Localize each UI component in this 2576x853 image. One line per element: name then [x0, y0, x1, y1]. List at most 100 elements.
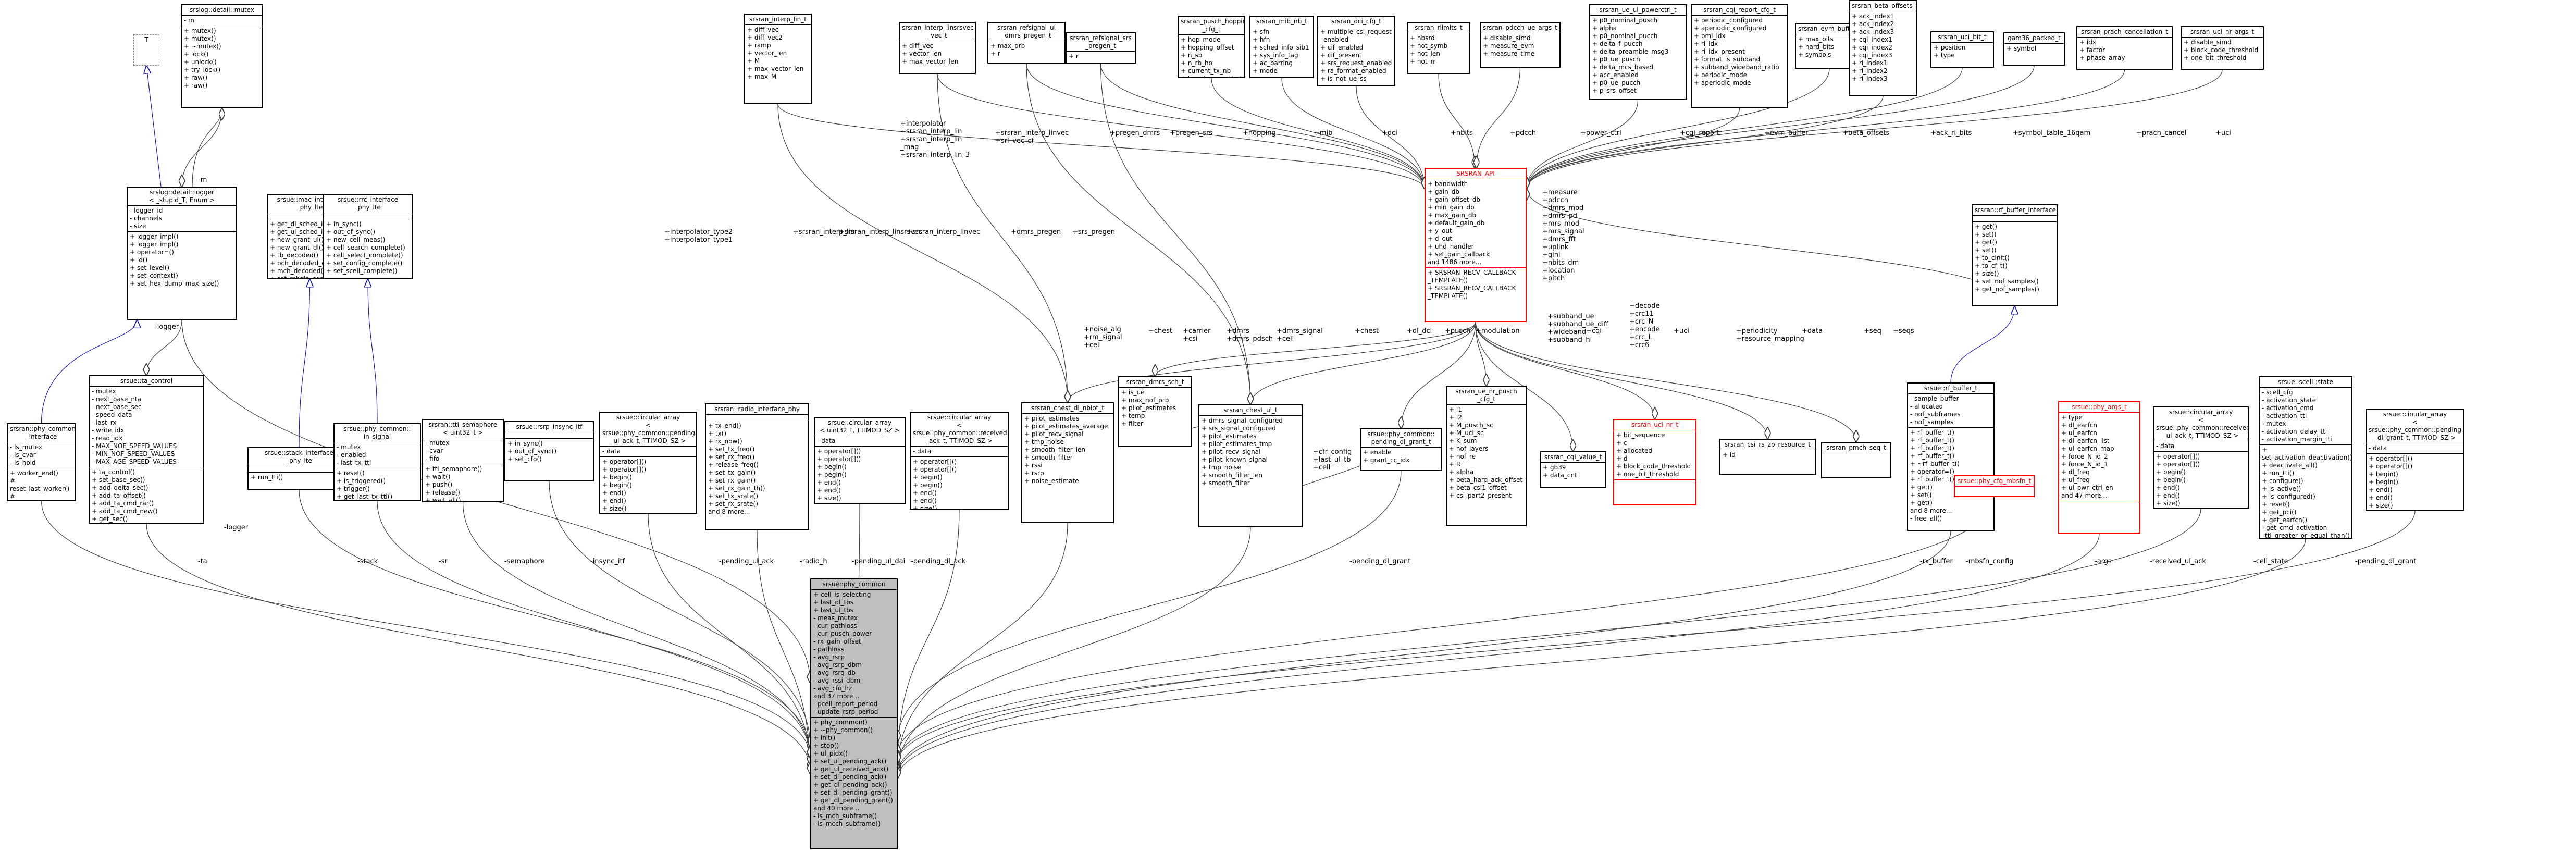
- class-title: srsran_cqi_report_cfg_t: [1703, 6, 1776, 14]
- class-node-rrc-phy[interactable]: srsue::rrc_interface _phy_lte+ in_sync()…: [323, 194, 413, 279]
- class-node-rsrp-insync[interactable]: srsue::rsrp_insync_itf+ in_sync() + out_…: [504, 421, 594, 481]
- class-attributes: + disable_simd + block_code_threshold + …: [2182, 37, 2263, 63]
- edge-label: +cfr_config +last_ul_tb +cell: [1313, 448, 1352, 472]
- class-node-srsran-api[interactable]: SRSRAN_API+ bandwidth + gain_db + gain_o…: [1425, 168, 1527, 322]
- class-title: srslog::detail::logger < _stupid_T, Enum…: [148, 189, 215, 204]
- class-node-uci-bit[interactable]: srsran_uci_bit_t+ position + type: [1930, 31, 1994, 68]
- class-node-mutex[interactable]: srslog::detail::mutex- m+ mutex() + mute…: [181, 4, 263, 108]
- class-node-interp-linsrsvec[interactable]: srsran_interp_linsrsvec _vec_t+ diff_vec…: [899, 22, 976, 74]
- class-node-pmch-seq[interactable]: srsran_pmch_seq_t: [1821, 442, 1891, 478]
- class-title: srsran_pdcch_ue_args_t: [1483, 24, 1558, 31]
- edge-label: -semaphore: [504, 558, 545, 565]
- class-node-rlimits[interactable]: srsran_rlimits_t+ nbsrd + not_symb + not…: [1407, 22, 1470, 74]
- class-node-refsignal-dmrs[interactable]: srsran_refsignal_ul _dmrs_pregen_t+ max_…: [987, 22, 1066, 64]
- class-node-interp-lin[interactable]: srsran_interp_lin_t+ diff_vec + diff_vec…: [744, 14, 812, 104]
- class-node-semaphore[interactable]: srsran::tti_semaphore < uint32_t >- mute…: [422, 419, 504, 502]
- class-title: SRSRAN_API: [1456, 170, 1495, 177]
- edge-line: [1527, 95, 1884, 189]
- class-node-phy-common[interactable]: srsue::phy_common+ cell_is_selecting + l…: [810, 578, 898, 849]
- class-attributes: - data: [2367, 443, 2463, 453]
- class-node-cqi-report[interactable]: srsran_cqi_report_cfg_t+ periodic_config…: [1691, 4, 1788, 108]
- class-title: srsran::rf_buffer_interface: [1975, 206, 2056, 214]
- class-node-logger[interactable]: srslog::detail::logger < _stupid_T, Enum…: [127, 187, 237, 320]
- edge-line: [648, 513, 810, 764]
- edge-label: +srsran_interp_linvec +srl_vec_cf: [995, 129, 1069, 145]
- edge-label: -pending_dl_grant: [2355, 558, 2417, 565]
- class-title: srsran_pusch_hopping _cfg_t: [1181, 18, 1245, 33]
- class-title: srsran_pmch_seq_t: [1826, 444, 1886, 451]
- edge-line: [462, 502, 811, 758]
- class-node-chest-ul[interactable]: srsran_chest_ul_t+ dmrs_signal_configure…: [1198, 404, 1303, 527]
- edge-label: -pending_dl_grant: [1349, 558, 1411, 565]
- class-title: srsue::circular_array < uint32_t, TTIMOD…: [820, 419, 900, 434]
- edge-label: +uci: [2215, 129, 2231, 137]
- class-node-prach-cancel[interactable]: srsran_prach_cancellation_t+ idx + facto…: [2076, 26, 2173, 70]
- class-node-phy-cfg-mbsfn[interactable]: srsue::phy_cfg_mbsfn_t: [1954, 475, 2035, 497]
- class-attributes: + bit_sequence + c + allocated + d + blo…: [1614, 430, 1695, 479]
- class-node-circ-pending-dl-grant[interactable]: srsue::circular_array < srsue::phy_commo…: [2366, 409, 2464, 511]
- edge-line: [299, 489, 810, 751]
- class-attributes: - mutex - enabled - last_tx_tti: [335, 442, 420, 468]
- class-node-phy-common-if[interactable]: srsran::phy_common _interface- ls_mutex …: [7, 423, 76, 501]
- edge-line: [549, 481, 810, 747]
- edge-line: [1477, 67, 1521, 168]
- class-node-uci-nr[interactable]: srsran_uci_nr_t+ bit_sequence + c + allo…: [1613, 419, 1696, 505]
- edge-line: [182, 108, 222, 187]
- class-node-circ-pending-ul-grant[interactable]: srsue::circular_array < uint32_t, TTIMOD…: [814, 417, 906, 504]
- edge-label: -m: [198, 176, 207, 184]
- class-attributes: + periodic_configured + aperiodic_config…: [1692, 15, 1787, 88]
- class-title: srsran_csi_rs_zp_resource_t: [1724, 441, 1811, 448]
- class-node-radio-if[interactable]: srsran::radio_interface_phy+ tx_end() + …: [705, 403, 809, 530]
- edge-line: [1527, 189, 2015, 307]
- class-node-circ-received-ul2[interactable]: srsue::circular_array < srsue::phy_commo…: [2153, 406, 2249, 509]
- edge-label: +mib: [1314, 129, 1333, 137]
- class-node-pending-dl-grant[interactable]: srsue::phy_common:: pending_dl_grant_t+ …: [1360, 428, 1442, 471]
- edge-label: +carrier +csi: [1183, 327, 1211, 343]
- template-parameter-label: T: [144, 36, 148, 43]
- class-node-gamer-packed[interactable]: gam36_packed_t+ symbol: [2003, 32, 2065, 66]
- class-node-ue-nr-pusch[interactable]: srsran_ue_nr_pusch _cfg_t+ l1 + l2 + M_p…: [1446, 386, 1527, 526]
- class-title: srsue::phy_common: [822, 580, 886, 588]
- class-node-ul-powerctrl[interactable]: srsran_ue_ul_powerctrl_t+ p0_nominal_pus…: [1589, 4, 1687, 100]
- class-node-beta-offsets[interactable]: srsran_beta_offsets_t+ ack_index1 + ack_…: [1849, 0, 1917, 96]
- class-operations: + tti_semaphore() + wait() + push() + re…: [423, 464, 503, 501]
- edge-line: [1475, 322, 1655, 419]
- class-node-circ-received-ul[interactable]: srsue::circular_array < srsue::phy_commo…: [910, 412, 1009, 510]
- edge-line: [1527, 100, 1639, 189]
- class-node-refsignal-srs[interactable]: srsran_refsignal_srs _pregen_t+ r: [1066, 32, 1136, 64]
- edge-line: [41, 320, 138, 424]
- class-node-scell-state[interactable]: srsue::scell::state- scell_cfg - activat…: [2259, 376, 2352, 539]
- class-node-dci-cfg[interactable]: srsran_dci_cfg_t+ multiple_csi_request _…: [1317, 16, 1395, 86]
- class-attributes: + sfn + hfn + sched_info_sib1 + sys_info…: [1250, 27, 1313, 76]
- class-node-csi-rs-zp[interactable]: srsran_csi_rs_zp_resource_t+ id: [1719, 439, 1816, 475]
- class-node-dmrs-sch[interactable]: srsran_dmrs_sch_t+ is_ue + max_nof_prb +…: [1118, 376, 1192, 447]
- class-attributes: [268, 213, 352, 219]
- edges: [41, 63, 2416, 778]
- class-node-mib-nb[interactable]: srsran_mib_nb_t+ sfn + hfn + sched_info_…: [1249, 16, 1314, 78]
- class-node-pusch-hopping[interactable]: srsran_pusch_hopping _cfg_t+ hop_mode + …: [1178, 16, 1245, 78]
- class-node-uci-nr-args[interactable]: srsran_uci_nr_args_t+ disable_simd + blo…: [2181, 26, 2264, 70]
- edge-line: [299, 279, 310, 448]
- edge-line: [1250, 322, 1476, 404]
- class-node-phy-args[interactable]: srsue::phy_args_t+ type + dl_earfcn + ul…: [2058, 401, 2140, 534]
- edge-line: [898, 527, 1251, 772]
- class-node-cqi-value[interactable]: srsran_cqi_value_t+ gb39 + data_cnt: [1540, 451, 1606, 488]
- class-title: srsue::phy_cfg_mbsfn_t: [1957, 477, 2032, 485]
- class-title: srsue::circular_array < srsue::phy_commo…: [2369, 411, 2461, 441]
- class-title: srsue::rrc_interface _phy_lte: [337, 196, 399, 211]
- class-node-chest-dl-nbiot[interactable]: srsran_chest_dl_nbiot_t+ pilot_estimates…: [1021, 402, 1114, 523]
- class-attributes: - data: [2154, 441, 2248, 451]
- class-node-rf-buffer[interactable]: srsue::rf_buffer_t- sample_buffer - allo…: [1907, 382, 1995, 531]
- class-node-in-sync[interactable]: srsue::phy_common:: in_signal- mutex - e…: [333, 423, 421, 501]
- class-title: srsue::phy_common:: in_signal: [343, 425, 411, 440]
- edge-label: +data: [1802, 327, 1823, 335]
- class-node-pdcch-ue-args[interactable]: srsran_pdcch_ue_args_t + disable_simd + m…: [1480, 22, 1561, 68]
- class-node-ta-control[interactable]: srsue::ta_control- mutex - next_base_nta…: [89, 375, 204, 524]
- edge-label: +dl_dci: [1407, 327, 1432, 335]
- class-attributes: + disable_simd + measure_evm + measure_t…: [1481, 33, 1559, 59]
- class-attributes: - logger_id - channels - size: [128, 205, 236, 231]
- class-node-circ-pending-ul-ack[interactable]: srsue::circular_array < srsue::phy_commo…: [599, 412, 697, 514]
- class-operations: + operator[]() + operator[]() + begin() …: [600, 456, 696, 513]
- class-operations: + phy_common() + ~phy_common() + init() …: [811, 717, 897, 829]
- class-node-rf-buffer-if[interactable]: srsran::rf_buffer_interface+ get() + set…: [1972, 204, 2058, 306]
